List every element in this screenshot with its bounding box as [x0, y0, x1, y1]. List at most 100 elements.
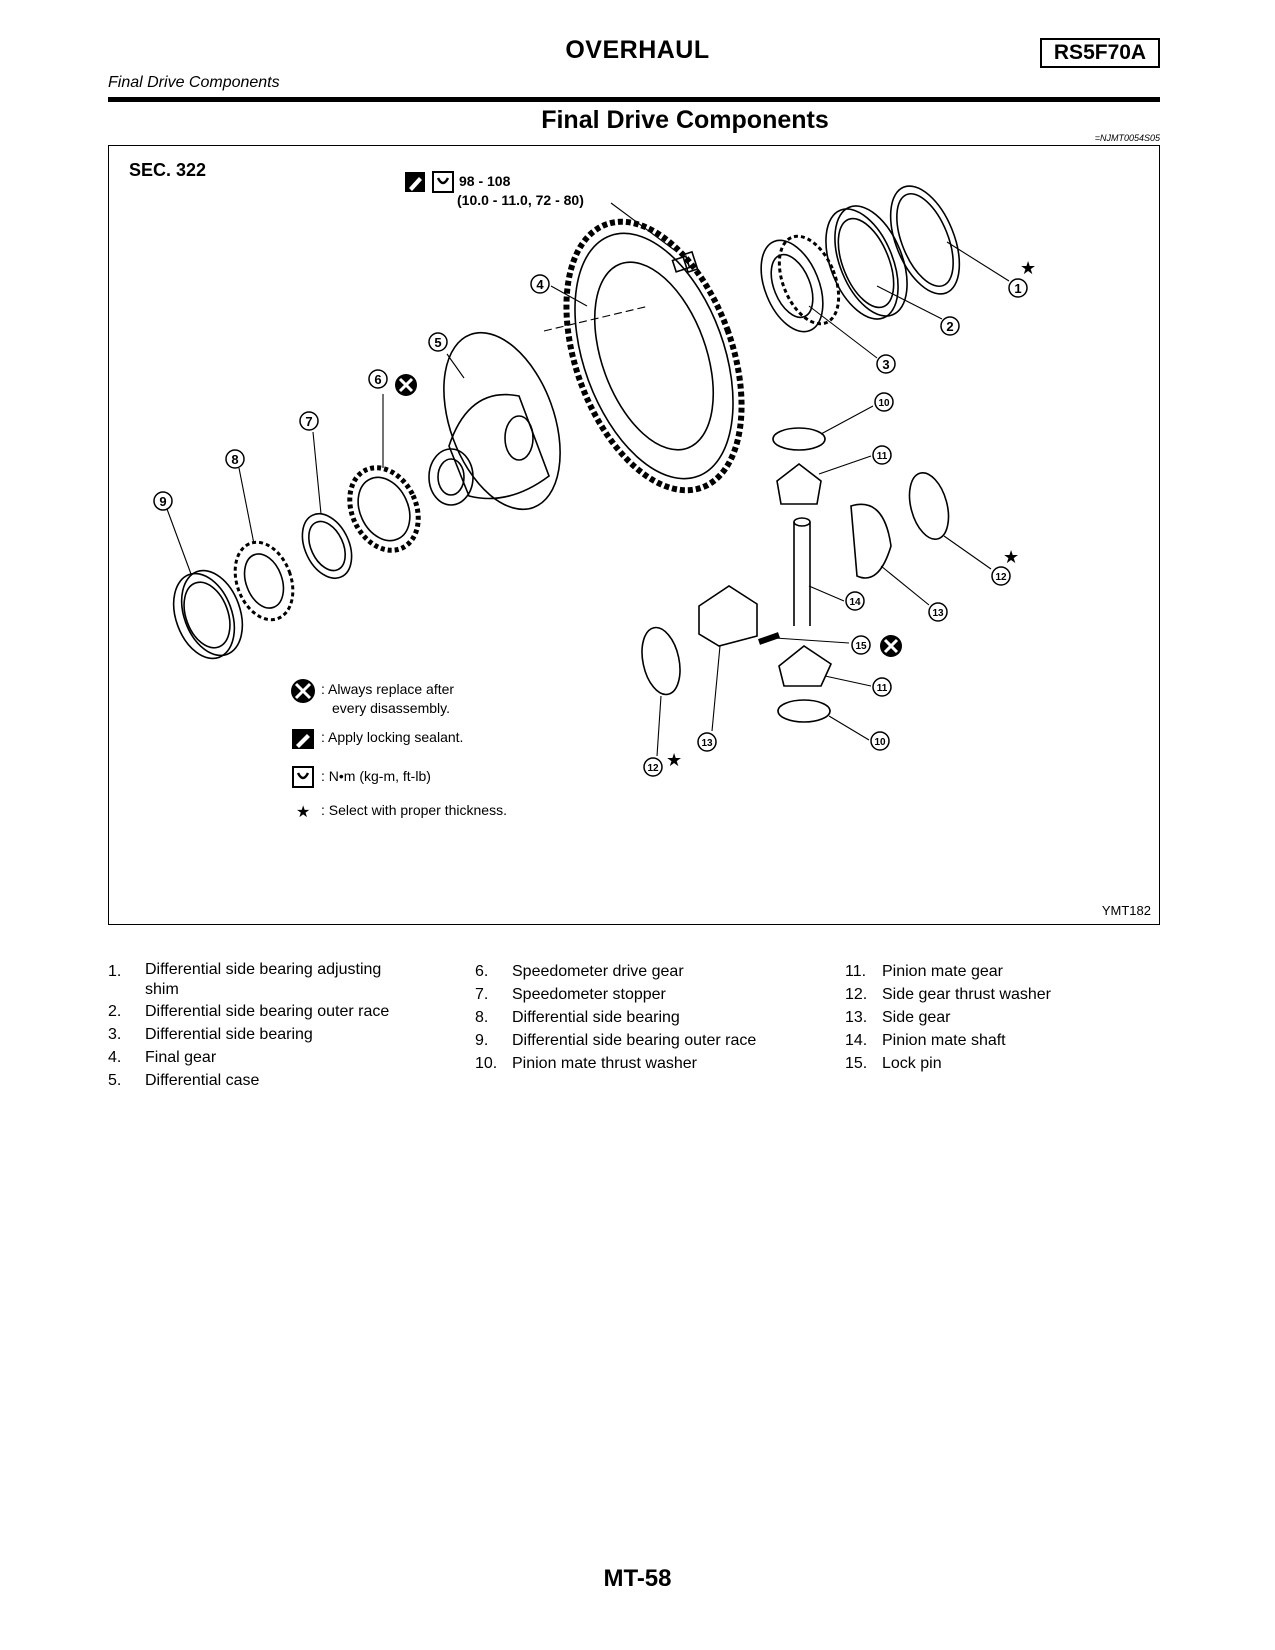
svg-text:11: 11 [877, 451, 888, 462]
callout-7: 7 [299, 411, 319, 431]
page-header-title: OVERHAUL [565, 36, 710, 64]
key-torque-units: : N•m (kg-m, ft-lb) [321, 768, 431, 784]
callout-14: 14 [845, 591, 865, 611]
adjusting-shim-drawing [889, 185, 961, 295]
pinion-mate-gear-upper-drawing [776, 462, 822, 505]
callout-leader-lines [166, 202, 1010, 757]
svg-text:2: 2 [946, 319, 953, 334]
model-code-box: RS5F70A [1040, 38, 1160, 68]
side-bearing-lower-drawing [233, 540, 295, 622]
callout-5: 5 [428, 332, 448, 352]
list-item: 9.Differential side bearing outer race [475, 1032, 757, 1049]
callout-8: 8 [225, 449, 245, 469]
header-rule [108, 97, 1160, 102]
locking-sealant-icon [405, 172, 425, 192]
list-item: 14.Pinion mate shaft [845, 1032, 1006, 1049]
legend-column-2: 6.Speedometer drive gear 7.Speedometer s… [475, 960, 792, 1075]
svg-text:12: 12 [647, 763, 659, 774]
callout-6: 6 [368, 369, 388, 389]
callout-10-lower: 10 [870, 731, 890, 751]
figure-id: YMT182 [1101, 903, 1151, 918]
thrust-washer-lower-drawing [777, 699, 831, 723]
page-number: MT-58 [603, 1565, 672, 1592]
svg-text:12: 12 [995, 572, 1007, 583]
svg-text:1: 1 [1014, 281, 1021, 296]
final-gear-drawing [563, 218, 745, 494]
lock-pin-drawing [758, 632, 780, 645]
callout-11-lower: 11 [872, 677, 892, 697]
svg-text:14: 14 [849, 597, 861, 608]
callout-13-left: 13 [697, 732, 717, 752]
list-item: 15.Lock pin [845, 1055, 942, 1072]
callout-3: 3 [876, 354, 896, 374]
torque-alt-value: (10.0 - 11.0, 72 - 80) [457, 192, 584, 208]
list-item: 6.Speedometer drive gear [475, 963, 684, 980]
legend-column-3: 11.Pinion mate gear 12.Side gear thrust … [845, 960, 1162, 1075]
exploded-view-figure: 1 2 3 4 5 6 7 8 9 10 11 14 15 11 10 12 1… [108, 145, 1160, 925]
star-icon: ★ [296, 802, 310, 821]
list-item: 7.Speedometer stopper [475, 986, 666, 1003]
legend-column-1: 1.Differential side bearing adjusting sh… [108, 960, 425, 1092]
always-replace-icon [395, 374, 417, 396]
side-gear-thrust-washer-right-drawing [908, 472, 950, 540]
speedometer-drive-gear-drawing [347, 465, 421, 553]
svg-text:7: 7 [305, 414, 312, 429]
exploded-drawing: 1 2 3 4 5 6 7 8 9 10 11 14 15 11 10 12 1… [153, 171, 1036, 821]
svg-text:8: 8 [231, 452, 238, 467]
callout-1: 1 [1008, 278, 1028, 298]
svg-text:13: 13 [701, 738, 713, 749]
callout-9: 9 [153, 491, 173, 511]
callout-11-upper: 11 [872, 445, 892, 465]
key-select-thickness: : Select with proper thickness. [321, 802, 507, 818]
list-item: 4.Final gear [108, 1049, 217, 1066]
torque-wrench-icon [432, 171, 454, 193]
callout-15: 15 [851, 635, 871, 655]
star-icon: ★ [666, 750, 682, 771]
pinion-mate-gear-lower-drawing [778, 645, 833, 687]
speedometer-stopper-drawing [301, 513, 353, 579]
svg-text:3: 3 [882, 357, 889, 372]
list-item: 10.Pinion mate thrust washer [475, 1055, 697, 1072]
svg-text:4: 4 [536, 277, 544, 292]
outer-race-upper-drawing [825, 205, 908, 320]
differential-case-drawing [428, 331, 561, 511]
always-replace-icon [291, 679, 315, 703]
page-subheader: Final Drive Components [108, 74, 280, 91]
callout-2: 2 [940, 316, 960, 336]
reference-code: =NJMT0054S05 [1094, 133, 1160, 143]
svg-text:13: 13 [932, 608, 944, 619]
key-locking-sealant: : Apply locking sealant. [321, 729, 464, 745]
callout-12-right: 12 [991, 566, 1011, 586]
svg-text:6: 6 [374, 372, 381, 387]
list-item: 3.Differential side bearing [108, 1026, 313, 1043]
thrust-washer-upper-drawing [772, 427, 826, 451]
side-gear-right-drawing [850, 503, 892, 579]
section-title: Final Drive Components [541, 106, 829, 134]
list-item: 13.Side gear [845, 1009, 951, 1026]
list-item: 1.Differential side bearing adjusting sh… [108, 961, 382, 998]
svg-text:11: 11 [877, 683, 888, 694]
pinion-mate-shaft-drawing [793, 517, 811, 626]
locking-sealant-icon [292, 729, 314, 749]
key-always-replace: : Always replace after every disassembly… [321, 681, 455, 716]
svg-text:15: 15 [855, 641, 867, 652]
star-icon: ★ [1020, 258, 1036, 279]
sec-number: SEC. 322 [129, 160, 207, 180]
callout-10-upper: 10 [874, 392, 894, 412]
always-replace-icon [880, 635, 902, 657]
callout-13-right: 13 [928, 602, 948, 622]
list-item: 12.Side gear thrust washer [845, 986, 1051, 1003]
list-item: 5.Differential case [108, 1072, 260, 1089]
outer-race-lower-drawing [172, 569, 244, 660]
torque-spec: 98 - 108 (10.0 - 11.0, 72 - 80) [457, 172, 584, 210]
svg-text:9: 9 [159, 494, 166, 509]
svg-text:10: 10 [878, 398, 890, 409]
side-gear-thrust-washer-left-drawing [641, 626, 681, 696]
list-item: 2.Differential side bearing outer race [108, 1003, 390, 1020]
svg-text:5: 5 [434, 335, 441, 350]
callout-12-left: 12 [643, 757, 663, 777]
torque-value: 98 - 108 [459, 173, 511, 189]
list-item: 8.Differential side bearing [475, 1009, 680, 1026]
torque-wrench-icon [292, 766, 314, 788]
callout-4: 4 [530, 274, 550, 294]
